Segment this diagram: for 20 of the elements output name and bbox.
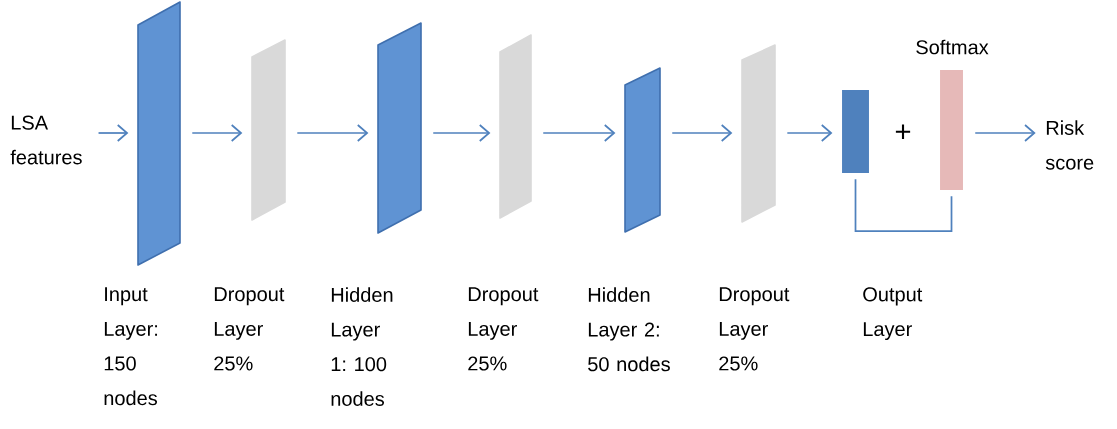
input-label: Risk score xyxy=(1045,120,1094,170)
layer-label: Dropout Layer 25% xyxy=(719,287,790,371)
layer-label: Dropout Layer 25% xyxy=(468,287,539,371)
layer-label: Softmax xyxy=(916,39,989,55)
output-bar xyxy=(842,90,869,173)
arrow xyxy=(786,124,833,142)
plus-sign: + xyxy=(895,124,911,139)
layer-label: Dropout Layer 25% xyxy=(214,287,285,371)
arrow xyxy=(542,124,616,142)
arrow xyxy=(296,124,369,142)
arrow xyxy=(191,124,243,142)
layer-label: Input Layer: 150 nodes xyxy=(104,287,157,406)
arrow xyxy=(432,124,491,142)
arrow xyxy=(671,124,733,142)
layer-label: Output Layer xyxy=(863,287,923,341)
layer-label: Hidden Layer 2: 50 nodes xyxy=(588,287,670,372)
arrow xyxy=(974,124,1036,142)
arrow xyxy=(97,124,129,142)
input-label: LSA features xyxy=(10,115,82,165)
layer-label: Hidden Layer 1: 100 nodes xyxy=(331,287,393,406)
